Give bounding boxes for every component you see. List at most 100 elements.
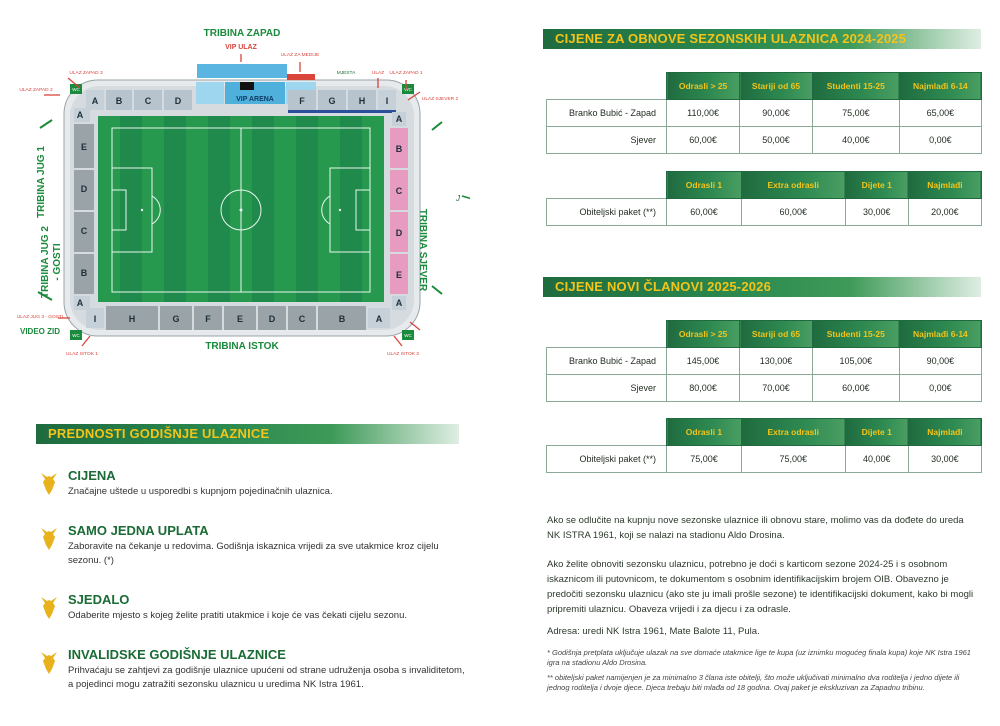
football-pitch [98,116,384,302]
col-adults: Odrasli > 25 [665,320,741,348]
goat-icon [41,528,57,550]
col-adult1: Odrasli 1 [666,418,742,446]
svg-text:G: G [172,314,179,324]
wc-icon: WC WC WC WC [70,84,414,340]
new-members-family-table: Odrasli 1 Extra odrasli Dijete 1 Najmlađ… [546,418,983,473]
svg-text:C: C [81,226,88,236]
east1-entrance-label: ULAZ ISTOK 1 [66,351,98,357]
benefit-desc: Značajne uštede u usporedbi s kupnjom po… [68,486,333,497]
renewal-prices-title: CIJENE ZA OBNOVE SEZONSKIH ULAZNICA 2024… [543,29,981,49]
col-child1: Dijete 1 [844,171,909,199]
svg-text:H: H [359,96,366,106]
svg-text:C: C [145,96,152,106]
col-students: Studenti 15-25 [811,72,900,100]
svg-text:F: F [299,96,305,106]
col-youngest: Najmlađi [907,418,983,446]
benefits-title: PREDNOSTI GODIŠNJE ULAZNICE [36,424,459,444]
svg-text:I: I [94,314,97,324]
info-paragraph: Ako se odlučite na kupnju nove sezonske … [547,515,964,541]
west2-entrance-label: ULAZ ZAPAD 2 [19,87,53,93]
table-row: Sjever 60,00€50,00€ 40,00€0,00€ [546,126,983,154]
footnote-family: ** obiteljski paket namijenjen je za min… [547,673,960,692]
north2-entrance-label: ULAZ SJEVER 2 [422,96,459,102]
table-row: Sjever 80,00€70,00€ 60,00€0,00€ [546,374,983,402]
svg-text:F: F [205,314,211,324]
table-row: Branko Bubić - Zapad 110,00€90,00€ 75,00… [546,99,983,127]
office-address: Adresa: uredi NK Istra 1961, Mate Balote… [547,626,760,637]
entrance-arrow-icons [44,54,421,347]
table-row: Obiteljski paket (**) 75,00€75,00€ 40,00… [546,445,983,473]
svg-text:A: A [92,96,99,106]
new-members-title: CIJENE NOVI ČLANOVI 2025-2026 [543,277,981,297]
svg-text:H: H [129,314,136,324]
goat-icon [41,597,57,619]
stand-east-title: TRIBINA ISTOK [205,341,279,352]
svg-text:A: A [396,114,403,124]
vip-entrance-label: VIP ULAZ [225,44,257,51]
col-youngest: Najmlađi 6-14 [898,72,983,100]
svg-text:E: E [396,270,402,280]
svg-text:A: A [77,110,84,120]
renewal-price-table: Odrasli > 25 Stariji od 65 Studenti 15-2… [546,72,983,154]
svg-text:B: B [396,144,403,154]
svg-text:WC: WC [72,333,80,338]
benefit-desc: Odaberite mjesto s kojeg želite pratiti … [68,610,407,621]
north-stand: A B C D E A [390,112,408,310]
svg-text:B: B [116,96,123,106]
col-youngest: Najmlađi 6-14 [898,320,983,348]
svg-text:A: A [77,298,84,308]
svg-text:D: D [81,184,88,194]
stand-south2-sub: - GOSTI [52,243,63,280]
col-seniors: Stariji od 65 [739,320,813,348]
benefit-title: INVALIDSKE GODIŠNJE ULAZNICE [68,647,286,662]
benefit-title: SAMO JEDNA UPLATA [68,523,209,538]
benefit-desc: Prihvaćaju se zahtjevi za godišnje ulazn… [68,665,465,690]
goat-icon [41,473,57,495]
goat-icon [41,652,57,674]
svg-text:B: B [339,314,346,324]
media-entrance-label: ULAZ ZA MEDIJE [281,52,319,58]
svg-text:B: B [81,268,88,278]
svg-text:D: D [269,314,276,324]
west1-entrance-label: ULAZ ZAPAD 1 [389,70,423,76]
svg-text:WC: WC [404,333,412,338]
stand-north-title: TRIBINA SJEVER [417,209,428,292]
svg-text:A: A [396,298,403,308]
col-extra-adult: Extra odrasli [740,171,846,199]
table-row: Branko Bubić - Zapad 145,00€130,00€ 105,… [546,347,983,375]
benefit-title: CIJENA [68,468,116,483]
col-child1: Dijete 1 [844,418,909,446]
svg-text:E: E [81,142,87,152]
svg-text:C: C [396,186,403,196]
table-row: Obiteljski paket (**) 60,00€60,00€ 30,00… [546,198,983,226]
south-stand: A E D C B A [74,108,94,310]
footnote-season: * Godišnja pretplata uključuje ulazak na… [547,648,971,667]
col-seniors: Stariji od 65 [739,72,813,100]
col-extra-adult: Extra odrasli [740,418,846,446]
renewal-family-table: Odrasli 1 Extra odrasli Dijete 1 Najmlađ… [546,171,983,226]
green-markers [37,119,443,301]
col-adult1: Odrasli 1 [666,171,742,199]
svg-text:G: G [328,96,335,106]
west-stand: VIP ARENA SEKTOR E ABC DFG HI [86,64,396,113]
benefit-desc: Zaboravite na čekanje u redovima. Godišn… [68,541,439,566]
video-wall-label: VIDEO ZID [20,327,60,336]
places-label: MJESTA [337,70,356,76]
compass-icon: Z J S S [455,194,470,203]
svg-text:WC: WC [404,87,412,92]
svg-text:E: E [237,314,243,324]
new-members-price-table: Odrasli > 25 Stariji od 65 Studenti 15-2… [546,320,983,402]
svg-text:D: D [396,228,403,238]
col-students: Studenti 15-25 [811,320,900,348]
stand-south1-title: TRIBINA JUG 1 [36,146,47,218]
col-adults: Odrasli > 25 [665,72,741,100]
svg-text:J: J [455,194,461,203]
south3-entrance-label: ULAZ JUG 3 - GOSTI [17,314,63,320]
svg-text:C: C [299,314,306,324]
stand-south2-title: TRIBINA JUG 2 [40,226,51,298]
svg-text:I: I [386,96,389,106]
svg-text:D: D [175,96,182,106]
disabled-entrance-label: ULAZ [372,70,384,76]
east3-entrance-label: ULAZ ISTOK 3 [387,351,419,357]
